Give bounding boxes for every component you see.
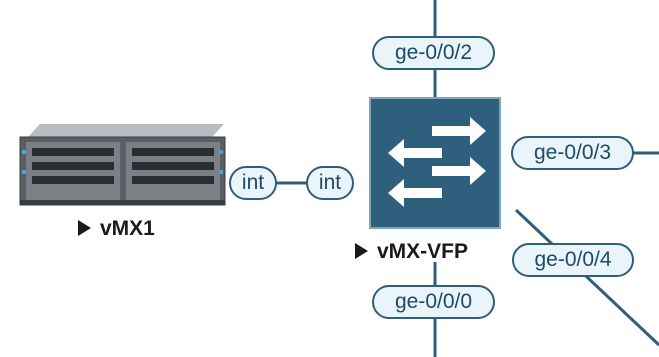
node-name: vMX1 <box>100 217 155 240</box>
port-ge-0-0-2[interactable]: ge-0/0/2 <box>372 36 495 70</box>
router-chassis-icon[interactable] <box>19 124 226 206</box>
port-vmx1-int[interactable]: int <box>229 166 277 200</box>
switch-arrows-icon[interactable] <box>369 97 501 229</box>
port-ge-0-0-3[interactable]: ge-0/0/3 <box>511 136 634 170</box>
port-vfp-int[interactable]: int <box>306 166 354 200</box>
node-label-vmx1[interactable]: vMX1 <box>78 217 155 241</box>
port-ge-0-0-0[interactable]: ge-0/0/0 <box>372 285 495 319</box>
link-vfp-ge4 <box>514 208 659 347</box>
node-name: vMX-VFP <box>377 240 469 263</box>
expand-arrow-icon[interactable] <box>78 220 91 236</box>
node-label-vfp[interactable]: vMX-VFP <box>355 240 520 264</box>
expand-arrow-icon[interactable] <box>355 243 368 259</box>
port-ge-0-0-4[interactable]: ge-0/0/4 <box>512 243 634 277</box>
